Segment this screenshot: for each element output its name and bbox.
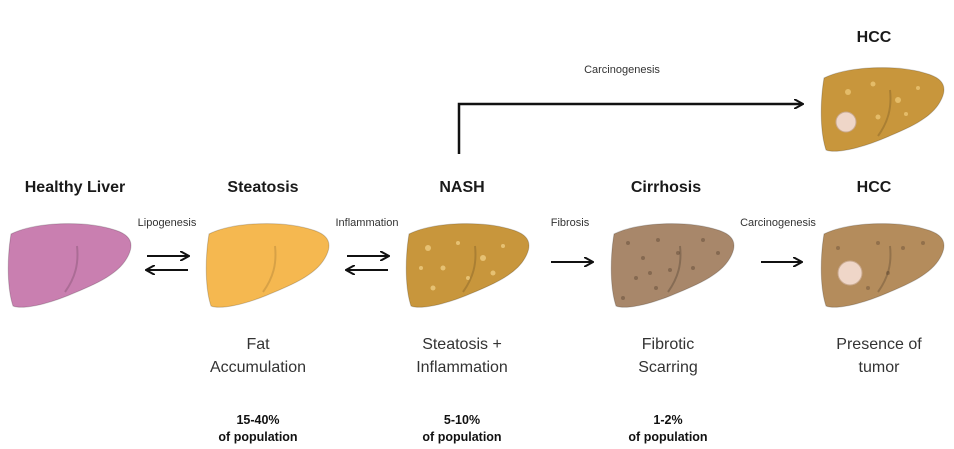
tumor-mark bbox=[837, 260, 863, 286]
desc-nash-line2: Inflammation bbox=[416, 359, 508, 376]
label-carcinogenesis: Carcinogenesis bbox=[740, 217, 816, 229]
tumor-mark bbox=[835, 111, 857, 133]
label-lipogenesis: Lipogenesis bbox=[137, 217, 197, 229]
liver-steatosis-image bbox=[205, 223, 330, 308]
desc-hcc: Presence of tumor bbox=[794, 333, 954, 379]
prevalence-nash: 5-10% of population bbox=[397, 412, 527, 446]
label-inflammation: Inflammation bbox=[335, 217, 399, 229]
desc-steatosis: Fat Accumulation bbox=[173, 333, 343, 379]
desc-steatosis-line2: Accumulation bbox=[209, 359, 307, 376]
stage-title-nash: NASH bbox=[439, 179, 485, 196]
arrow-top-carcinogenesis bbox=[457, 104, 802, 154]
label-top-carcinogenesis: Carcinogenesis bbox=[584, 64, 660, 76]
prevalence-cirrhosis-unit: of population bbox=[628, 430, 708, 444]
liver-hcc-top-image bbox=[820, 67, 945, 152]
prevalence-cirrhosis-value: 1-2% bbox=[653, 413, 683, 427]
desc-hcc-line2: tumor bbox=[858, 359, 900, 376]
liver-nash-image bbox=[405, 223, 530, 308]
desc-steatosis-line1: Fat bbox=[246, 336, 270, 353]
liver-hcc-image bbox=[820, 223, 945, 308]
prevalence-nash-value: 5-10% bbox=[443, 413, 481, 427]
stage-title-cirrhosis: Cirrhosis bbox=[630, 179, 702, 196]
desc-cirrhosis-line2: Scarring bbox=[638, 359, 698, 376]
desc-cirrhosis-line1: Fibrotic bbox=[641, 336, 695, 353]
stage-title-steatosis: Steatosis bbox=[227, 179, 299, 196]
reversible-arrow-inflammation bbox=[347, 256, 388, 270]
stage-title-hcc: HCC bbox=[856, 179, 892, 196]
liver-cirrhosis-image bbox=[610, 223, 735, 308]
desc-nash-line1: Steatosis + bbox=[422, 336, 502, 353]
top-hcc-title: HCC bbox=[856, 29, 892, 46]
reversible-arrow-lipogenesis bbox=[147, 256, 188, 270]
desc-nash: Steatosis + Inflammation bbox=[377, 333, 547, 379]
desc-cirrhosis: Fibrotic Scarring bbox=[583, 333, 753, 379]
label-fibrosis: Fibrosis bbox=[550, 217, 590, 229]
prevalence-cirrhosis: 1-2% of population bbox=[603, 412, 733, 446]
prevalence-steatosis: 15-40% of population bbox=[193, 412, 323, 446]
prevalence-steatosis-unit: of population bbox=[218, 430, 298, 444]
liver-healthy-image bbox=[7, 223, 132, 308]
stage-title-healthy: Healthy Liver bbox=[24, 179, 126, 196]
desc-hcc-line1: Presence of bbox=[836, 336, 922, 353]
prevalence-nash-unit: of population bbox=[422, 430, 502, 444]
prevalence-steatosis-value: 15-40% bbox=[236, 413, 280, 427]
